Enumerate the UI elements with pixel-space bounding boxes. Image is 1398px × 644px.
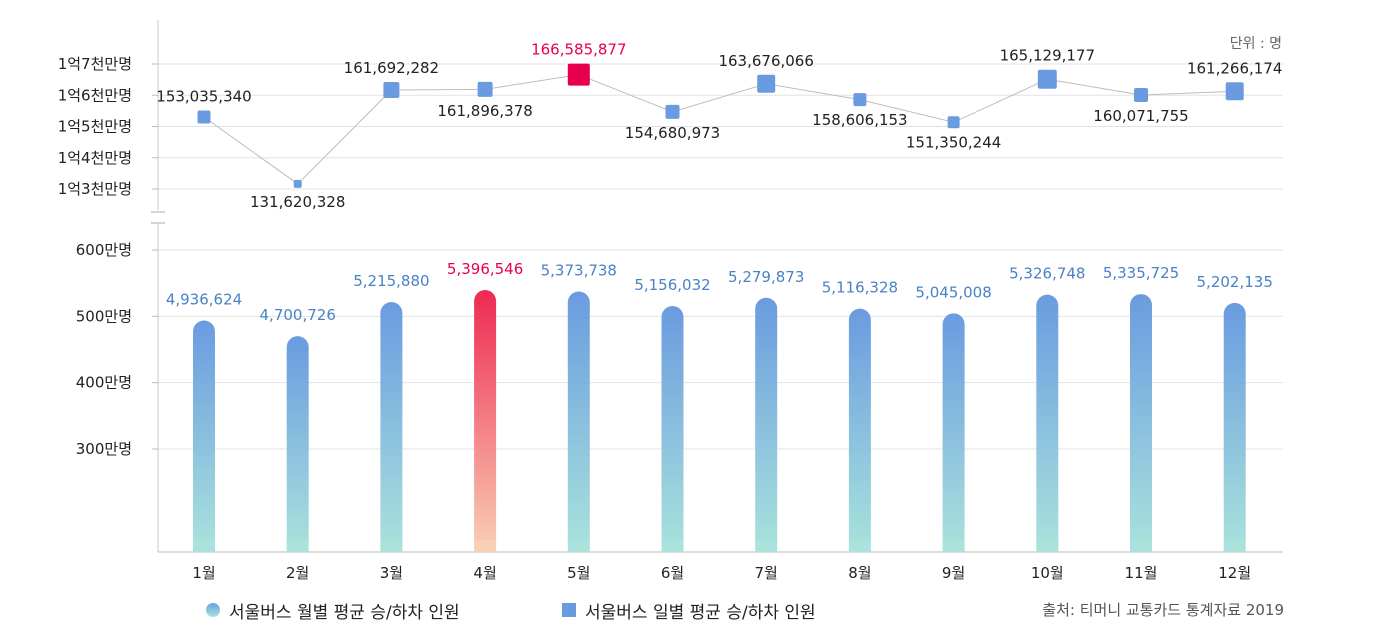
bar-base (193, 540, 215, 552)
line-data-label: 153,035,340 (156, 88, 251, 106)
bar (661, 305, 684, 552)
bar-base (942, 540, 965, 552)
line-marker (383, 81, 400, 98)
bar-data-label: 5,116,328 (822, 279, 898, 297)
chart-axes: 1억7천만명 1억6천만명 1억5천만명 1억4천만명 1억3천만명 600만명 500만명… (58, 20, 1283, 582)
bar-base (474, 540, 497, 552)
bar-data-label: 5,335,725 (1103, 264, 1179, 282)
bar-data-label: 4,700,726 (260, 306, 336, 324)
line-series (197, 63, 1244, 188)
x-tick-label: 2월 (286, 564, 309, 582)
line-y-tick-label: 1억4천만명 (58, 149, 132, 167)
line-chart-gridlines (158, 63, 1283, 190)
legend-monthly: 서울버스 월별 평균 승/하차 인원 (206, 598, 460, 623)
bar-y-tick-label: 400만명 (76, 374, 132, 392)
x-tick-label: 1월 (192, 564, 215, 582)
bar-base (380, 540, 403, 552)
line-marker (477, 81, 493, 97)
bar (474, 290, 497, 552)
line-data-label: 163,676,066 (718, 52, 813, 70)
line-data-label: 161,692,282 (344, 59, 439, 77)
line-data-label: 161,896,378 (437, 102, 532, 120)
bar-y-tick-label: 300만명 (76, 440, 132, 458)
line-y-tick-label: 1억5천만명 (58, 118, 132, 136)
x-tick-label: 9월 (942, 564, 965, 582)
line-data-label: 131,620,328 (250, 193, 345, 211)
bar (286, 336, 309, 552)
bar-data-label: 5,326,748 (1009, 265, 1085, 283)
bar-base (567, 540, 590, 552)
line-marker (853, 93, 867, 107)
line-marker (1225, 82, 1244, 101)
bar-data-label: 4,936,624 (166, 291, 242, 309)
bar (567, 291, 590, 552)
line-data-label: 165,129,177 (1000, 47, 1095, 65)
bar-y-tick-label: 600만명 (76, 241, 132, 259)
line-data-label: 166,585,877 (531, 41, 626, 59)
line-y-tick-label: 1억6천만명 (58, 86, 132, 104)
x-tick-label: 12월 (1218, 564, 1251, 582)
bar (755, 297, 778, 552)
legend-daily-swatch (562, 603, 576, 617)
bar-base (1036, 540, 1059, 552)
line-marker (567, 63, 590, 86)
data-labels: 4,936,624 4,700,726 5,215,880 5,396,546 5,37… (156, 41, 1282, 325)
source-note: 출처: 티머니 교통카드 통계자료 2019 (1042, 601, 1284, 619)
bar (1130, 294, 1152, 552)
bar-data-label: 5,202,135 (1197, 273, 1273, 291)
chart-canvas: 1억7천만명 1억6천만명 1억5천만명 1억4천만명 1억3천만명 600만명 500만명… (58, 20, 1283, 582)
x-tick-label: 4월 (473, 564, 496, 582)
x-tick-label: 5월 (567, 564, 590, 582)
line-data-label: 161,266,174 (1187, 59, 1282, 77)
x-tick-label: 11월 (1125, 564, 1158, 582)
bar-base (1223, 540, 1246, 552)
unit-label: 단위 : 명 (1230, 36, 1282, 52)
line-y-tick-label: 1억3천만명 (58, 180, 132, 198)
bar-chart-gridlines (158, 249, 1283, 450)
line-marker (947, 116, 960, 129)
line-data-label: 154,680,973 (625, 124, 720, 142)
line-data-label: 160,071,755 (1093, 107, 1188, 125)
bar-base (1130, 540, 1152, 552)
bar-series (193, 290, 1246, 552)
bar-data-label: 5,156,032 (634, 276, 710, 294)
bar-base (848, 540, 871, 552)
line-marker (197, 110, 211, 124)
line-marker (293, 179, 302, 188)
bar-base (755, 540, 778, 552)
bar-data-label: 5,396,546 (447, 260, 523, 278)
bar (1223, 302, 1246, 552)
bar-y-tick-label: 500만명 (76, 307, 132, 325)
line-marker (1134, 88, 1148, 103)
line-data-label: 151,350,244 (906, 133, 1001, 151)
bar-base (286, 540, 309, 552)
x-tick-label: 3월 (380, 564, 403, 582)
legend-monthly-label: 서울버스 월별 평균 승/하차 인원 (229, 602, 460, 623)
bar-data-label: 5,215,880 (353, 272, 429, 290)
legend-daily-label: 서울버스 일별 평균 승/하차 인원 (585, 602, 816, 623)
line-marker (1037, 69, 1057, 89)
bar (848, 308, 871, 552)
x-tick-label: 7월 (755, 564, 778, 582)
bar (942, 313, 965, 552)
line-y-tick-label: 1억7천만명 (58, 55, 132, 73)
bar-data-label: 5,279,873 (728, 268, 804, 286)
x-tick-label: 6월 (661, 564, 684, 582)
bar-base (661, 540, 684, 552)
bar (380, 302, 403, 552)
series-line (203, 74, 1235, 185)
bar (193, 320, 215, 552)
line-data-label: 158,606,153 (812, 111, 907, 129)
line-marker (757, 74, 776, 93)
bar-data-label: 5,045,008 (915, 283, 991, 301)
legend-monthly-swatch (206, 603, 220, 617)
x-tick-label: 10월 (1031, 564, 1064, 582)
bar-data-label: 5,373,738 (541, 262, 617, 280)
x-tick-label: 8월 (848, 564, 871, 582)
legend-daily: 서울버스 일별 평균 승/하차 인원 (562, 598, 816, 623)
line-marker (665, 104, 680, 119)
bar (1036, 294, 1059, 552)
